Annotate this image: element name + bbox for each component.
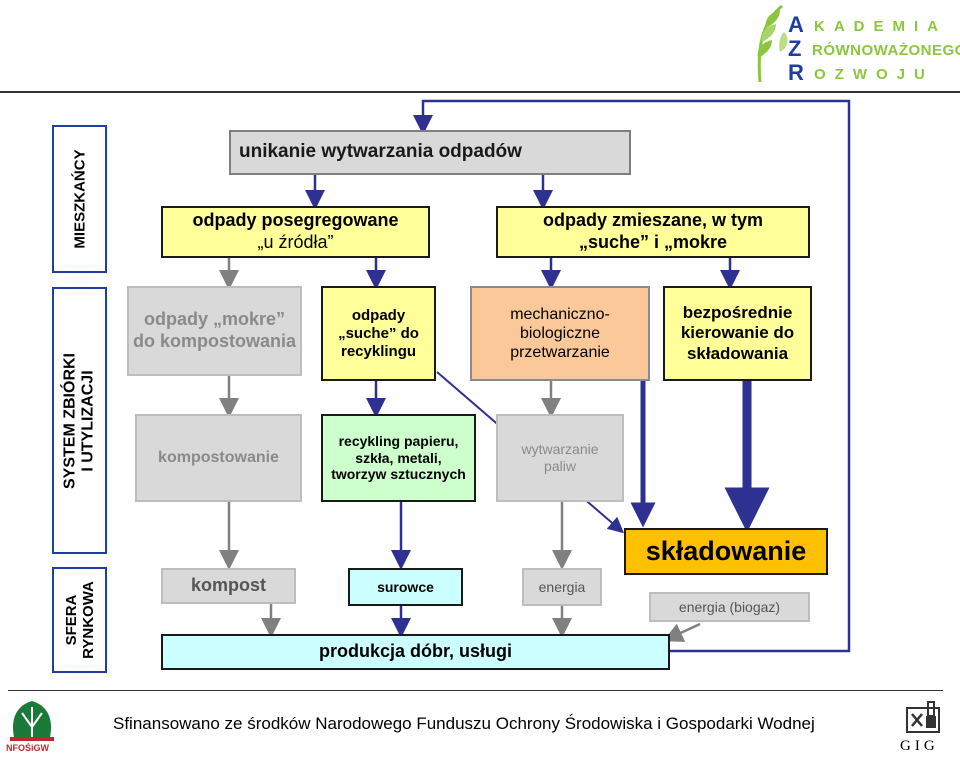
node-zmieszane-line1: odpady zmieszane, w tym [542,210,764,231]
gig-logo: GIG [900,700,950,758]
node-surowce-label: surowce [377,578,434,595]
side-label-system-text: SYSTEM ZBIÓRKI I UTYLIZACJI [61,352,97,489]
node-energia-biogaz-label: energia (biogaz) [678,598,781,615]
node-kompost: kompost [161,568,296,604]
node-skladowanie: składowanie [624,528,828,575]
node-zmieszane: odpady zmieszane, w tym „suche” i „mokre [496,206,810,258]
node-mbp: mechaniczno-biologiczne przetwarzanie [470,286,650,381]
header-divider [0,91,960,93]
side-label-system: SYSTEM ZBIÓRKI I UTYLIZACJI [52,287,107,554]
arrow-biogaz-produkcja [662,622,701,642]
logo-akademia: A KADEMIA Z RÓWNOWAŻONEGO R OZWOJU [752,2,960,86]
gig-emblem-icon [906,701,940,733]
logo-letter-a: A [788,12,804,37]
side-label-sfera-text: SFERA RYNKOWA [62,581,97,659]
node-wytwarzanie-paliw-label: wytwarzanie paliw [521,441,599,474]
node-wytwarzanie-paliw: wytwarzanie paliw [496,414,624,502]
node-skladowanie-label: składowanie [645,536,807,567]
node-mokre-label: odpady „mokre” do kompostowania [133,309,297,351]
node-kompost-label: kompost [190,575,266,596]
node-kompostowanie-label: kompostowanie [158,449,279,467]
leaf-icon [757,4,788,83]
node-mokre: odpady „mokre” do kompostowania [127,286,302,376]
node-energia-biogaz: energia (biogaz) [649,592,810,622]
logo-letter-z: Z [788,36,802,61]
node-suche-label: odpady „suche” do recyklingu [338,306,419,360]
nfosigw-emblem-icon [10,701,54,741]
node-bezposrednie-label: bezpośrednie kierowanie do składowania [680,302,795,363]
gig-logo-text: GIG [900,738,939,754]
node-posegregowane-line2: „u źródła” [257,232,334,252]
node-energia: energia [522,568,602,606]
node-produkcja: produkcja dóbr, usługi [161,634,670,670]
node-unikanie: unikanie wytwarzania odpadów [229,130,631,175]
node-recykling: recykling papieru, szkła, metali, tworzy… [321,414,476,502]
logo-letter-r: R [788,60,804,85]
footer-divider [8,690,943,691]
nfosigw-logo-text: NFOŚiGW [6,743,49,753]
node-bezposrednie: bezpośrednie kierowanie do składowania [663,286,812,381]
footer-funding-text: Sfinansowano ze środków Narodowego Fundu… [113,714,815,733]
node-surowce: surowce [348,568,463,606]
node-suche: odpady „suche” do recyklingu [321,286,436,381]
side-label-sfera: SFERA RYNKOWA [52,567,107,673]
node-unikanie-label: unikanie wytwarzania odpadów [239,141,522,163]
node-kompostowanie: kompostowanie [135,414,302,502]
logo-word-2: RÓWNOWAŻONEGO [812,42,960,59]
arrow-feedback-loop [413,99,851,653]
node-posegregowane-line1: odpady posegregowane [192,210,399,231]
nfosigw-logo: NFOŚiGW [4,697,60,757]
node-mbp-label: mechaniczno-biologiczne przetwarzanie [510,305,610,362]
side-label-mieszkancy: MIESZKAŃCY [52,125,107,273]
logo-word-1: KADEMIA [814,18,947,35]
node-produkcja-label: produkcja dóbr, usługi [318,641,513,662]
side-label-mieszkancy-text: MIESZKAŃCY [70,149,88,249]
logo-word-3: OZWOJU [814,66,934,83]
node-energia-label: energia [538,578,586,595]
node-zmieszane-line2: „suche” i „mokre [578,232,728,252]
node-recykling-label: recykling papieru, szkła, metali, tworzy… [331,432,466,483]
node-posegregowane: odpady posegregowane „u źródła” [161,206,430,258]
